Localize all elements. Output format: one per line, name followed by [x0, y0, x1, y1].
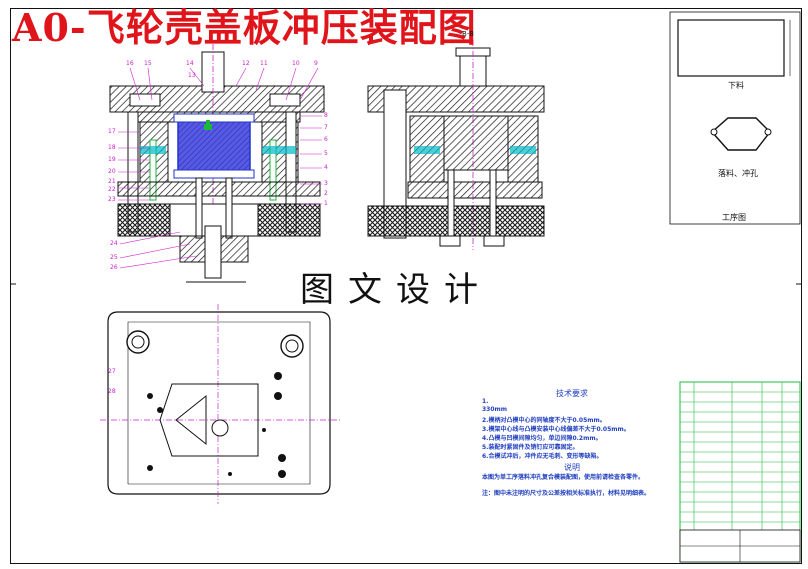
plan-view [100, 304, 340, 504]
part-number: 23 [108, 196, 116, 203]
tech-line: 330mm [482, 406, 508, 413]
tech-line: 1. [482, 398, 489, 405]
part-number: 6 [324, 136, 328, 143]
drawing-border [10, 8, 802, 564]
part-number: 4 [324, 164, 328, 171]
process-step-blanking: 下料 [728, 81, 744, 90]
part-number: 22 [108, 186, 116, 193]
drawing-title: A0-飞轮壳盖板冲压装配图 [12, 5, 477, 50]
drawing-subtitle: 图文设计 [300, 270, 492, 310]
part-number: 12 [242, 60, 250, 67]
bill-of-materials [679, 381, 801, 563]
part-number: 14 [186, 60, 194, 67]
technical-requirements: 技术要求 1. 330mm 2.模柄对凸模中心的同轴度不大于0.05mm。 3.… [482, 388, 662, 500]
part-number: 24 [110, 240, 118, 247]
section-label: B-B [462, 30, 474, 38]
part-number: 20 [108, 168, 116, 175]
part-leaders-left [118, 67, 322, 269]
part-number: 1 [324, 200, 328, 207]
part-number: 7 [324, 124, 328, 131]
tech-line: 6.合模试冲后，冲件应无毛刺、变形等缺陷。 [482, 453, 603, 460]
process-panel-title: 工序图 [722, 213, 746, 222]
part-number: 11 [260, 60, 268, 67]
tech-line: 2.模柄对凸模中心的同轴度不大于0.05mm。 [482, 417, 606, 424]
part-number: 28 [108, 388, 116, 395]
tech-line: 4.凸模与凹模间隙均匀，单边间隙0.2mm。 [482, 435, 602, 442]
part-number: 18 [108, 144, 116, 151]
part-number: 19 [108, 156, 116, 163]
main-section-view [109, 44, 325, 283]
part-number: 26 [110, 264, 118, 271]
part-number: 3 [324, 180, 328, 187]
part-number: 5 [324, 150, 328, 157]
part-number: 8 [324, 112, 328, 119]
part-number: 17 [108, 128, 116, 135]
part-number: 25 [110, 254, 118, 261]
part-number: 13 [188, 72, 196, 79]
explanation-heading: 说明 [564, 463, 580, 472]
part-number: 27 [108, 368, 116, 375]
footer-note: 注：图中未注明的尺寸及公差按相关标准执行，材料见明细表。 [482, 490, 651, 497]
process-step-punching: 落料、冲孔 [718, 169, 758, 178]
tech-heading: 技术要求 [556, 389, 588, 398]
tech-line: 5.装配时紧固件及销钉应可靠固定。 [482, 444, 579, 451]
part-number: 9 [314, 60, 318, 67]
explanation-text: 本图为单工序落料冲孔复合模装配图，使用前请检查各零件。 [482, 474, 645, 481]
process-panel [669, 11, 801, 225]
part-number: 2 [324, 190, 328, 197]
part-number: 21 [108, 178, 116, 185]
part-number: 10 [292, 60, 300, 67]
bb-section-view [367, 40, 545, 250]
part-number: 15 [144, 60, 152, 67]
tech-line: 3.模架中心线与凸模安装中心线偏差不大于0.05mm。 [482, 426, 630, 433]
part-number: 16 [126, 60, 134, 67]
